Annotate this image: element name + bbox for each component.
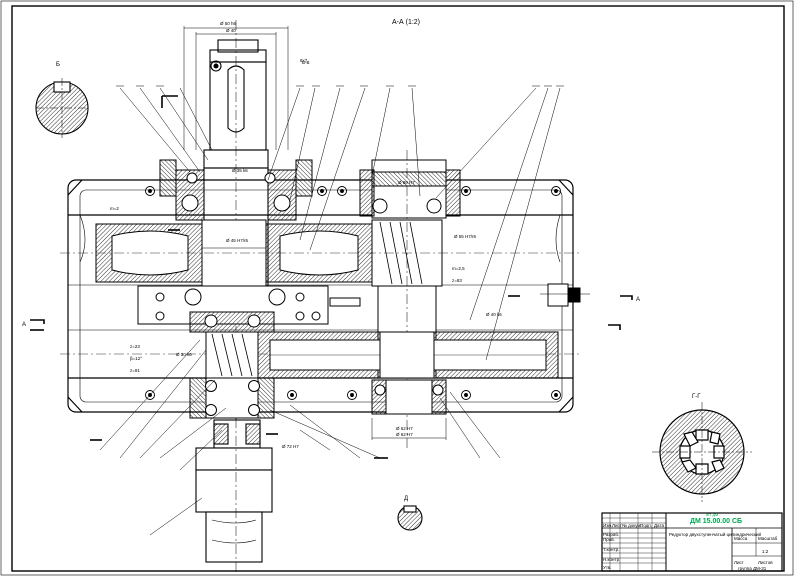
top-dimensions [183, 26, 289, 150]
dim-bottom: Ø 72 H7 [282, 444, 299, 449]
label-beta: β=12° [130, 356, 142, 361]
dim-gear-fit-2: Ø 55 H7/r6 [454, 234, 477, 239]
dim-lower-fit-3: Ø 62 H7 [396, 432, 413, 437]
title-scale-label: Масштаб [758, 536, 778, 541]
dim-bearing-fit-2: Ø 80 H7 [398, 180, 415, 185]
pinion-right-upper [359, 159, 461, 287]
label-z-3: z=83 [452, 278, 462, 283]
dim-lower-fit-2: Ø 62 H7 [396, 426, 413, 431]
title-role-3: Н.контр. [603, 557, 620, 562]
section-markers [30, 95, 633, 459]
title-designation-top: КП ДМ [706, 512, 718, 517]
view-b-label: Б [56, 62, 60, 68]
view-spline-section [652, 402, 752, 502]
title-sheets-label: Листов [758, 560, 773, 565]
dim-top-outer: Ø 50 h6 [220, 21, 237, 26]
title-row-4: Дата [654, 523, 664, 528]
title-mass-label: Масса [734, 536, 748, 541]
section-mark-a-left: А [22, 322, 26, 328]
label-key: 8х7 [300, 58, 308, 63]
label-z-2: z=91 [130, 368, 140, 373]
dim-bearing-fit-1: Ø 35 k6 [232, 168, 248, 173]
title-row-3: Подп. [640, 523, 652, 528]
label-m-2: m=2,5 [452, 266, 465, 271]
lower-bearings [189, 377, 447, 419]
section-mark-a-right: А [636, 297, 640, 303]
title-role-0: Разраб. [603, 532, 619, 537]
view-d-section [397, 505, 423, 531]
title-scale-value: 1:2 [762, 549, 769, 554]
dim-lower-fit-1: Ø 30 k6 [176, 352, 192, 357]
label-m-1: m=2 [110, 206, 119, 211]
dim-top-inner: Ø 40 [226, 28, 236, 33]
label-z-1: z=23 [130, 344, 140, 349]
title-role-2: Т.контр. [603, 547, 619, 552]
title-org: группа ДМ-31 [738, 566, 767, 571]
title-row-2: № докум. [622, 523, 642, 528]
title-block [601, 512, 783, 572]
view-g-label: Г-Г [692, 394, 701, 400]
title-name: Редуктор двухступенчатый цилиндрический [669, 531, 762, 537]
sheet-inner-frame [11, 5, 785, 572]
input-bearings [159, 159, 313, 221]
view-v-label: В-В [302, 60, 310, 65]
dim-shaft-fit: Ø 40 k6 [486, 312, 502, 317]
section-label: А-А (1:2) [392, 19, 420, 26]
view-d-label: Д [404, 496, 408, 502]
output-gear [257, 331, 559, 379]
title-role-1: Пров. [603, 537, 615, 542]
bottom-dimension-lines [371, 418, 447, 440]
dim-gear-fit-1: Ø 45 H7/r6 [226, 238, 249, 243]
output-shaft [195, 418, 273, 575]
leader-lines [99, 87, 561, 536]
title-role-4: Утв. [603, 565, 612, 570]
title-row-1: Лист [612, 523, 622, 528]
title-row-0: Изм. [603, 523, 613, 528]
view-b-shaft-section [35, 78, 89, 138]
title-sheet-label: Лист [734, 560, 744, 565]
flange-bolts [145, 186, 561, 400]
output-pinion [189, 311, 275, 379]
title-project-code: ДМ 15.00.00 СБ [690, 518, 742, 525]
oil-plug [540, 283, 590, 307]
